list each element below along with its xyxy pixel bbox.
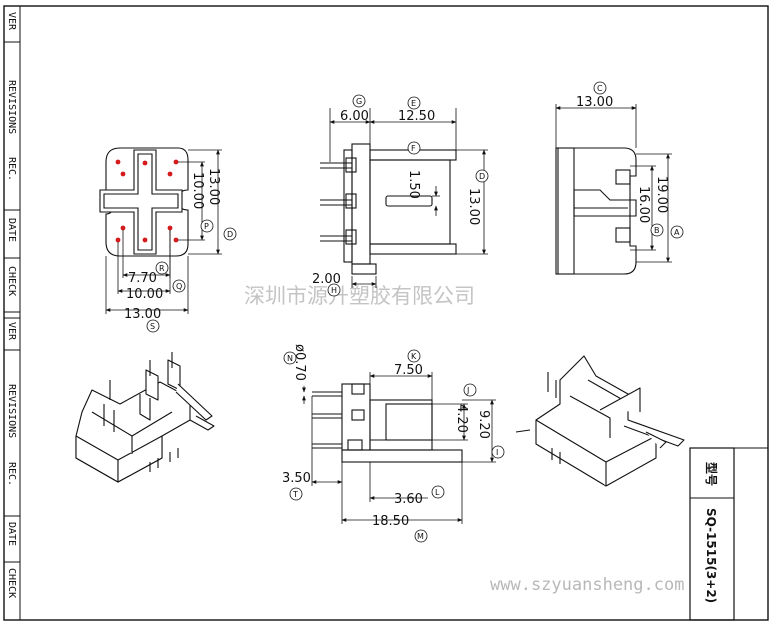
isometric-view-left: [75, 352, 215, 483]
balloon-n: N: [287, 354, 293, 363]
dim-bottom-13-vertical: 13.00: [206, 168, 221, 205]
rev-ver-label-2: VER: [6, 322, 17, 341]
watermark-company: 深圳市源升塑胶有限公司: [244, 284, 475, 308]
dim-front-3-50: 3.50: [282, 471, 311, 486]
rev-rec-label: REC.: [6, 157, 17, 181]
dim-side-6-00: 6.00: [340, 109, 369, 124]
rev-date-label-2: DATE: [6, 522, 17, 546]
balloon-d: D: [227, 230, 233, 239]
balloon-s: S: [150, 322, 155, 331]
rev-rec-label-2: REC.: [6, 462, 17, 486]
dim-bottom-10-vertical: 10.00: [190, 172, 205, 209]
balloon-m: M: [417, 532, 424, 541]
end-view: [555, 104, 672, 275]
dim-side-13-00: 13.00: [466, 188, 481, 225]
balloon-g: G: [356, 97, 362, 106]
balloon-b: B: [654, 226, 660, 235]
rev-revisions-label: REVISIONS: [6, 80, 17, 134]
side-view: [320, 108, 488, 288]
dim-front-4-20: 4.20: [454, 404, 469, 433]
rev-ver-label: VER: [6, 12, 17, 31]
balloon-a: A: [674, 228, 680, 237]
dim-bottom-13-horizontal: 13.00: [124, 307, 161, 322]
isometric-view-right: [515, 355, 685, 487]
balloon-l: L: [435, 488, 440, 497]
end-view-dimensions: [555, 106, 670, 263]
balloon-e: E: [411, 99, 416, 108]
rev-check-label: CHECK: [6, 266, 17, 296]
bottom-view-balloons: [146, 219, 237, 333]
rev-check-label-2: CHECK: [6, 568, 17, 598]
model-value: SQ-1515(3+2): [704, 508, 718, 603]
model-label: 型号: [704, 462, 719, 486]
balloon-h: H: [331, 286, 337, 295]
title-block: 型号 SQ-1515(3+2): [689, 447, 768, 621]
dim-side-1-50: 1.50: [406, 170, 421, 199]
balloon-i: I: [496, 448, 498, 457]
side-view-balloons: [327, 94, 489, 297]
revision-block: VER REVISIONS REC. DATE CHECK VER REVISI…: [3, 5, 21, 621]
dim-front-9-20: 9.20: [476, 410, 491, 439]
dim-front-pin-diameter: ø0.70: [292, 344, 307, 381]
balloon-q: Q: [176, 282, 182, 291]
rev-date-label: DATE: [6, 218, 17, 242]
watermark-url: www.szyuansheng.com: [490, 575, 684, 595]
dim-front-7-50: 7.50: [394, 363, 423, 378]
balloon-p: P: [204, 222, 209, 231]
balloon-k: K: [411, 352, 417, 361]
balloon-r: R: [159, 264, 165, 273]
balloon-side-d: D: [479, 172, 485, 181]
side-view-dimensions: [329, 120, 486, 286]
dim-side-2-00: 2.00: [312, 272, 341, 287]
dim-bottom-10-horizontal: 10.00: [126, 287, 163, 302]
balloon-j: J: [466, 386, 469, 395]
dim-bottom-7-70: 7.70: [128, 271, 157, 286]
balloon-f: F: [411, 144, 416, 153]
dim-end-19-00: 19.00: [654, 176, 669, 213]
dim-front-18-50: 18.50: [372, 514, 409, 529]
dim-front-3-60: 3.60: [394, 492, 423, 507]
balloon-t: T: [292, 490, 298, 499]
balloon-c: C: [597, 84, 603, 93]
rev-revisions-label-2: REVISIONS: [6, 384, 17, 438]
front-view-balloons: [283, 349, 505, 543]
dim-end-16-00: 16.00: [636, 186, 651, 223]
dim-end-13-00: 13.00: [576, 95, 613, 110]
front-view: [311, 372, 496, 524]
end-view-balloons: [593, 81, 684, 239]
dim-side-12-50: 12.50: [398, 109, 435, 124]
